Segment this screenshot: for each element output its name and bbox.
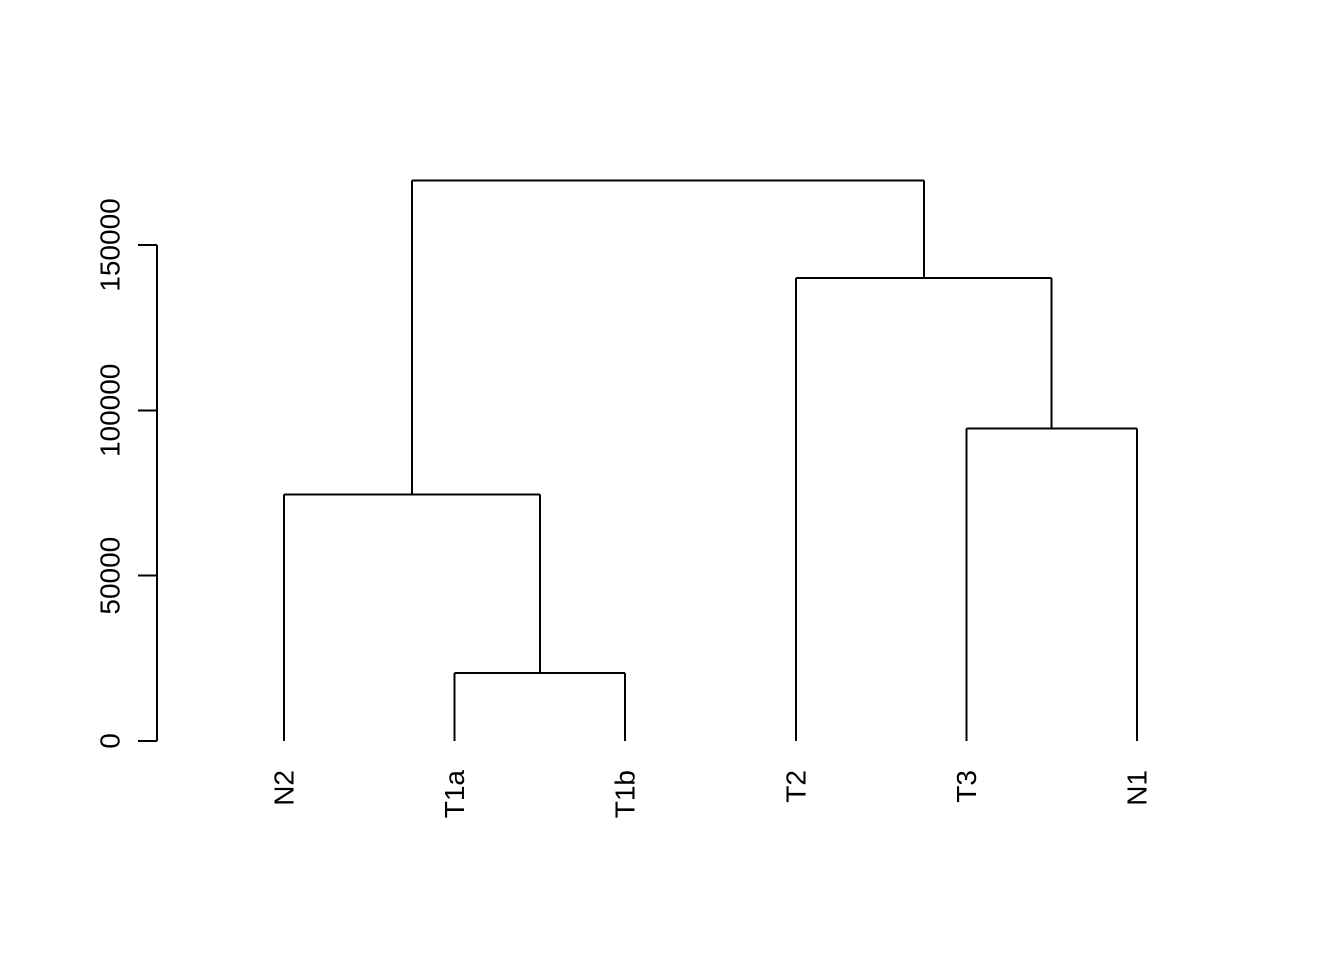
y-tick-label: 50000 <box>95 537 126 615</box>
leaf-label: T1a <box>439 770 470 819</box>
leaf-label: T2 <box>780 770 811 803</box>
leaf-label: T1b <box>610 770 641 818</box>
y-tick-label: 150000 <box>95 198 126 291</box>
y-axis: 0 50000 100000 150000 <box>95 198 158 749</box>
y-tick-label: 100000 <box>95 364 126 457</box>
leaf-label: N2 <box>269 770 300 806</box>
leaf-labels: N2 T1a T1b T2 T3 N1 <box>269 770 1153 819</box>
leaf-label: T3 <box>951 770 982 803</box>
y-tick-label: 0 <box>95 733 126 749</box>
leaf-label: N1 <box>1122 770 1153 806</box>
dendrogram-branches <box>283 179 1138 741</box>
